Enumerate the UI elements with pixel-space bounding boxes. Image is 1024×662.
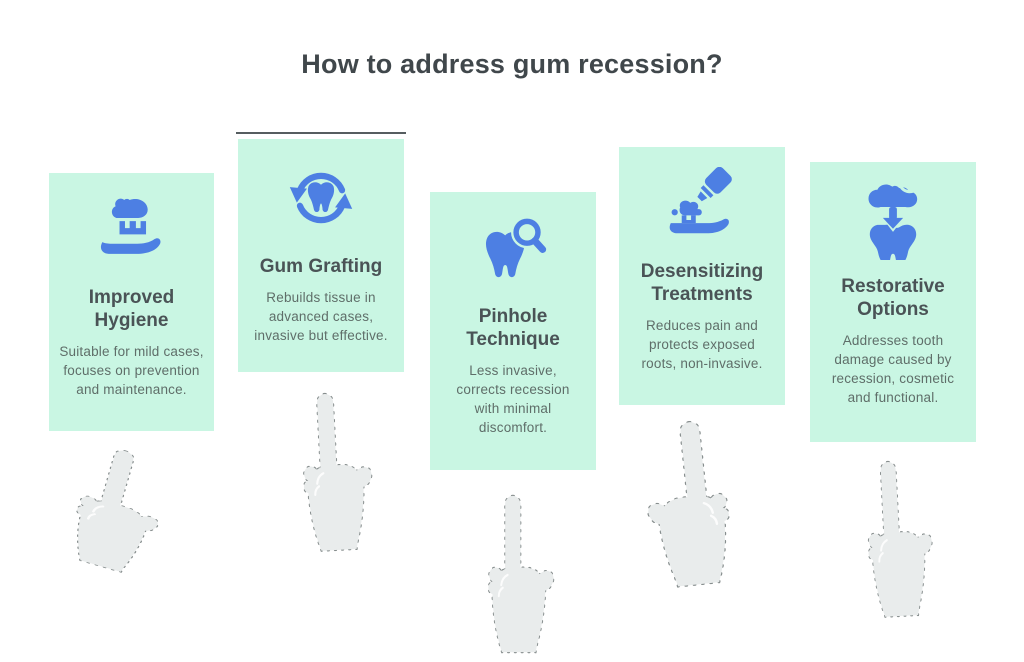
card-title: Desensitizing Treatments <box>640 261 764 306</box>
page-title: How to address gum recession? <box>301 49 723 79</box>
pointing-hand-icon <box>62 441 176 580</box>
card-title: Pinhole Technique <box>466 306 560 351</box>
card-title: Improved Hygiene <box>88 287 175 332</box>
toothpaste-tube-brush-icon <box>669 167 732 234</box>
toothbrush-toothpaste-icon <box>100 198 160 254</box>
pointing-hand-icon <box>638 417 737 590</box>
card-desensitizing-treatments: Desensitizing Treatments Reduces pain an… <box>619 147 785 405</box>
card-description: Reduces pain and protects exposed roots,… <box>641 318 763 372</box>
card-description: Suitable for mild cases, focuses on prev… <box>59 344 204 398</box>
card-title: Restorative Options <box>841 276 945 321</box>
card-gum-grafting: Gum Grafting Rebuilds tissue in advanced… <box>238 139 404 372</box>
card-description: Less invasive, corrects recession with m… <box>456 363 570 436</box>
card-description: Rebuilds tissue in advanced cases, invas… <box>254 290 388 343</box>
card-restorative-options: Restorative Options Addresses tooth dama… <box>810 162 976 442</box>
pointing-hand-icon <box>487 494 555 654</box>
card-description: Addresses tooth damage caused by recessi… <box>831 333 955 406</box>
tooth-magnifier-icon <box>485 216 547 278</box>
card-improved-hygiene: Improved Hygiene Suitable for mild cases… <box>49 173 214 431</box>
card-title: Gum Grafting <box>259 256 383 277</box>
tooth-refresh-arrows-icon <box>289 172 353 224</box>
card-pinhole-technique: Pinhole Technique Less invasive, correct… <box>430 192 596 470</box>
pointing-hand-icon <box>298 390 377 553</box>
crown-restoration-icon <box>868 184 918 260</box>
pointing-hand-icon <box>862 458 937 619</box>
divider-line <box>236 132 406 134</box>
